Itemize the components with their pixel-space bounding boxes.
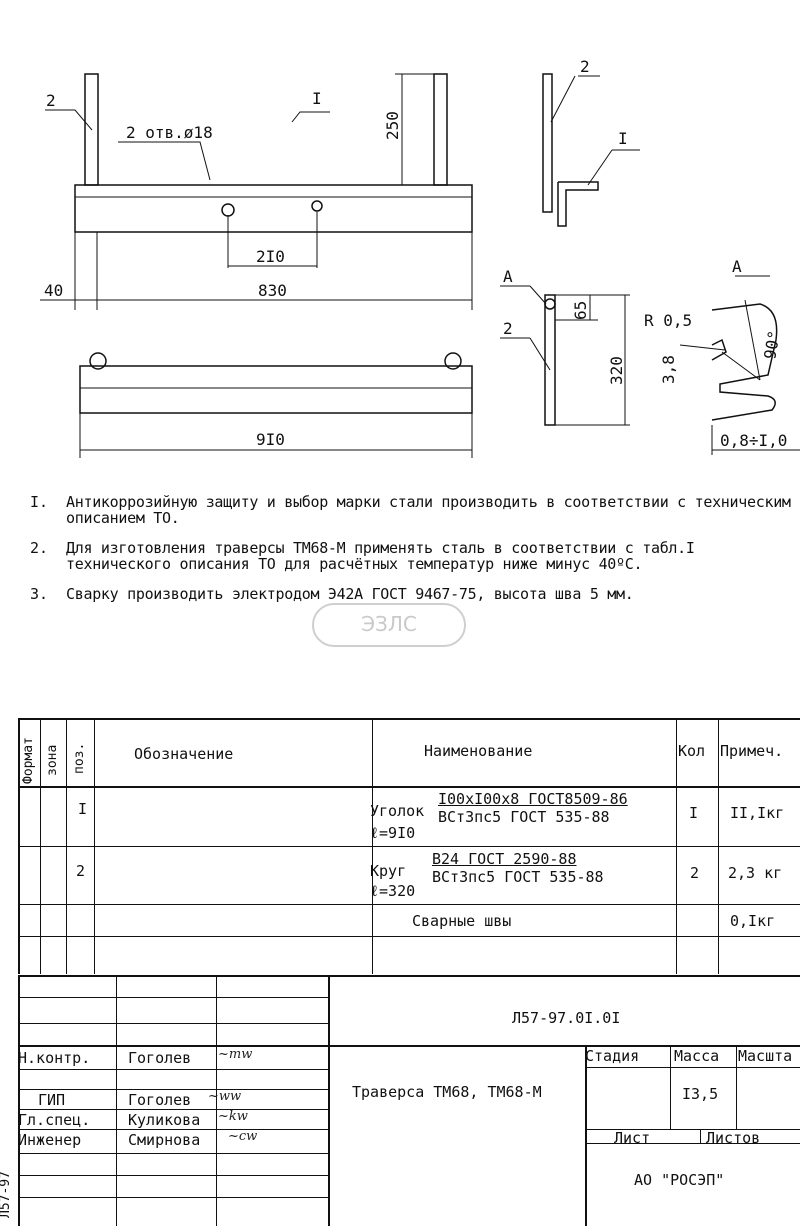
- header-format: Формат: [21, 737, 36, 784]
- dim-910: 9I0: [256, 430, 285, 449]
- header-designation: Обозначение: [134, 745, 234, 763]
- row1-pos: I: [78, 800, 88, 818]
- row2-qty: 2: [690, 864, 700, 882]
- detail-a-depth: 3,8: [659, 355, 678, 384]
- front-angle-body: [74, 184, 473, 233]
- top-rod-right: [444, 352, 462, 370]
- detail-a-angle: 90°: [760, 329, 784, 361]
- row1-name-main: Уголок: [370, 802, 425, 820]
- stage-label: Стадия: [585, 1047, 640, 1065]
- side-rod: [542, 73, 553, 213]
- organization: АО "РОСЭП": [634, 1171, 725, 1189]
- drawing-title: Траверса ТМ68, ТМ68-М: [352, 1083, 542, 1101]
- dim-320: 320: [607, 356, 626, 385]
- sheets-label: Листов: [706, 1129, 761, 1147]
- row2-name-bottom: ВСт3пс5 ГОСТ 535-88: [432, 868, 604, 886]
- mass-value: I3,5: [682, 1085, 719, 1103]
- hole-right: [311, 200, 323, 212]
- role-4: Инженер: [18, 1131, 82, 1149]
- row1-qty: I: [689, 804, 699, 822]
- dim-40: 40: [44, 281, 63, 300]
- row3-note: 0,Iкг: [730, 912, 776, 930]
- side-pos-2: 2: [580, 57, 590, 76]
- rod-pos-2: 2: [503, 319, 513, 338]
- row2-name-top: В24 ГОСТ 2590-88: [432, 850, 577, 868]
- detail-a-profile: [711, 303, 778, 421]
- row2-name-main: Круг: [370, 862, 407, 880]
- dim-830: 830: [258, 281, 287, 300]
- row1-name-bottom: ВСт3пс5 ГОСТ 535-88: [438, 808, 610, 826]
- header-zone: зона: [45, 744, 60, 776]
- side-angle: [557, 181, 599, 227]
- rod-view-body: [544, 294, 556, 426]
- header-name: Наименование: [424, 742, 533, 760]
- top-rod-left: [89, 352, 107, 370]
- side-code: Л57-97: [0, 1171, 13, 1218]
- side-pos-1: I: [618, 129, 628, 148]
- role-2: ГИП: [38, 1091, 66, 1109]
- scale-label: Масшта: [738, 1047, 793, 1065]
- doc-code: Л57-97.0I.0I: [512, 1009, 621, 1027]
- role-2-name: Гоголев: [128, 1091, 192, 1109]
- holes-label: 2 отв.ø18: [126, 123, 213, 142]
- front-rod-left: [84, 73, 99, 186]
- front-rod-right: [433, 73, 448, 186]
- row3-name: Сварные швы: [412, 912, 512, 930]
- detail-a-title: А: [732, 257, 742, 276]
- row1-note: II,Iкг: [730, 804, 785, 822]
- detail-a-radius: R 0,5: [644, 311, 692, 330]
- dim-250: 250: [383, 111, 402, 140]
- row2-pos: 2: [76, 862, 86, 880]
- watermark: ЭЗЛС: [312, 603, 466, 647]
- role-3-name: Куликова: [128, 1111, 201, 1129]
- note-1: I. Антикоррозийную защиту и выбор марки …: [30, 493, 791, 527]
- header-note: Примеч.: [720, 742, 784, 760]
- header-pos: поз.: [72, 742, 87, 774]
- specification-table: Формат зона поз. Обозначение Наименовани…: [18, 718, 800, 974]
- signature-2: ~ww: [208, 1089, 242, 1104]
- signature-1: ~mw: [218, 1047, 253, 1062]
- role-4-name: Смирнова: [128, 1131, 201, 1149]
- note-2: 2. Для изготовления траверсы ТМ68-М прим…: [30, 539, 695, 573]
- hole-left: [221, 203, 235, 217]
- technical-drawing: 2 I 2 отв.ø18 250 2I0 40 830 9I0 2 I А 2…: [40, 57, 800, 458]
- notes-list: I. Антикоррозийную защиту и выбор марки …: [30, 494, 800, 616]
- rod-label-a: А: [503, 267, 513, 286]
- top-view-body: [79, 365, 473, 414]
- mass-label: Масса: [674, 1047, 720, 1065]
- row1-name-len: ℓ=9I0: [370, 824, 416, 842]
- dim-210: 2I0: [256, 247, 285, 266]
- front-pos-2: 2: [46, 91, 56, 110]
- sheet-label: Лист: [614, 1129, 651, 1147]
- signature-4: ~cw: [228, 1129, 258, 1144]
- front-pos-1: I: [312, 89, 322, 108]
- title-block: Л57-97.0I.0I Н.контр. Гоголев ГИП Гоголе…: [18, 975, 800, 1226]
- row1-name-top: I00xI00x8 ГОСТ8509-86: [438, 790, 628, 808]
- row2-note: 2,3 кг: [728, 864, 783, 882]
- header-qty: Кол: [678, 742, 706, 760]
- signature-3: ~kw: [218, 1109, 248, 1124]
- role-1: Н.контр.: [18, 1049, 91, 1067]
- note-3: 3. Сварку производить электродом Э42А ГО…: [30, 585, 634, 603]
- detail-a-width: 0,8÷I,0: [720, 431, 787, 450]
- role-1-name: Гоголев: [128, 1049, 192, 1067]
- row2-name-len: ℓ=320: [370, 882, 416, 900]
- dim-65: 65: [571, 301, 590, 320]
- role-3: Гл.спец.: [18, 1111, 91, 1129]
